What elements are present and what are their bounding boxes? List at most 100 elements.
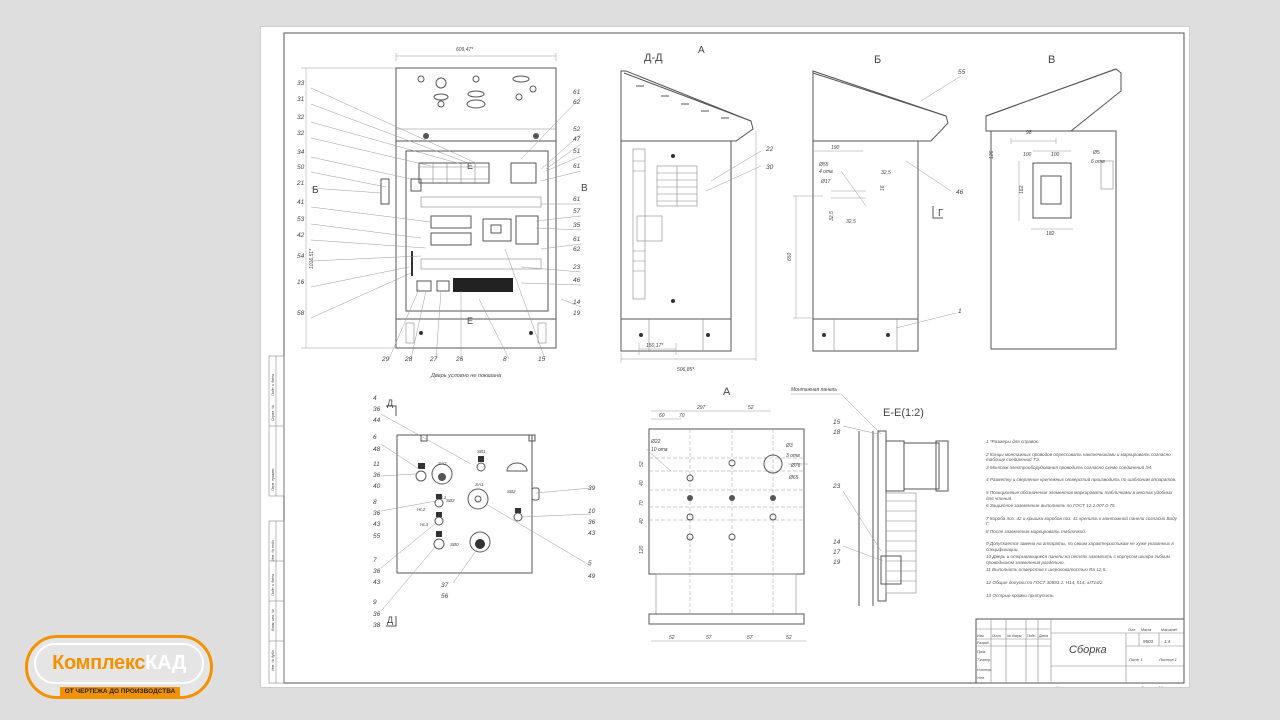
- callout-number: 40: [373, 483, 381, 490]
- callout-number: 8: [373, 499, 377, 506]
- dimension: Ø5: [1092, 150, 1100, 156]
- callout-number: 36: [373, 568, 381, 575]
- stamp-header: Пров.: [977, 650, 986, 654]
- callout-number: 41: [297, 199, 305, 206]
- dimension: 52: [786, 635, 792, 641]
- dimension: 32,5: [846, 219, 856, 225]
- dimension: Ø55: [818, 162, 829, 168]
- callout-number: 22: [765, 146, 774, 153]
- device-label: SA1: [475, 482, 484, 487]
- callout-number: 7: [373, 557, 377, 564]
- section-mark-e-bottom: Е: [467, 316, 473, 326]
- dimension: 506,85*: [677, 367, 695, 373]
- callout-number: 37: [441, 582, 449, 589]
- callout-number: 61: [573, 89, 581, 96]
- dimension: 70: [639, 500, 645, 506]
- stamp-header: Разраб.: [977, 641, 990, 645]
- technical-note: 10 Дверь и открывающиеся панели на петля…: [986, 554, 1170, 565]
- section-mark-b: Б: [312, 185, 319, 196]
- dimension: 70: [679, 413, 685, 419]
- callout-number: 62: [573, 246, 581, 253]
- dimension: 32,5: [881, 170, 891, 176]
- logo-tagline: ОТ ЧЕРТЕЖА ДО ПРОИЗВОДСТВА: [60, 687, 180, 697]
- callout-number: 14: [573, 299, 581, 306]
- callout-number: 43: [373, 521, 381, 528]
- dimension: 52: [669, 635, 675, 641]
- stamp-header: Изм.: [977, 634, 984, 638]
- view-v-title: В: [1048, 54, 1055, 66]
- dimension: 98: [1026, 130, 1032, 136]
- copied-label: Копировал: [1056, 685, 1077, 687]
- side-frame-label: Перв. примен.: [271, 468, 275, 491]
- side-frame-label: Справ. №: [271, 405, 275, 421]
- stamp-header: Подп.: [1027, 634, 1036, 638]
- dimension: 52: [748, 405, 754, 411]
- door-note: Дверь условно не показана: [430, 373, 501, 379]
- callout-number: 29: [381, 356, 390, 363]
- callout-number: 48: [373, 446, 381, 453]
- callout-number: 50: [297, 164, 305, 171]
- callout-number: 21: [296, 180, 305, 187]
- format-label: Формат А1: [1141, 685, 1163, 687]
- section-mark-e-top: Е: [467, 161, 473, 171]
- technical-note: 6 Защитное заземление выполнить по ГОСТ …: [986, 503, 1116, 508]
- callout-number: 5: [588, 560, 592, 567]
- callout-number: 36: [373, 406, 381, 413]
- callout-number: 14: [833, 539, 841, 546]
- callout-number: 28: [404, 356, 413, 363]
- device-label: SA2: [438, 461, 447, 466]
- stamp-header: Утв.: [977, 676, 985, 680]
- callout-number: 43: [588, 530, 596, 537]
- dimension: 100: [1051, 152, 1060, 158]
- title-block: [975, 618, 1185, 684]
- callout-number: 53: [297, 216, 305, 223]
- callout-number: 46: [573, 277, 581, 284]
- technical-note: 2 Концы монтажных проводов опрессовать н…: [986, 451, 1171, 463]
- dimension: 32,5: [829, 211, 835, 221]
- callout-number: 49: [588, 573, 596, 580]
- dimension: 60: [659, 413, 665, 419]
- dimension: 40: [639, 480, 645, 486]
- view-b-title: Б: [874, 54, 881, 66]
- section-mark-v: В: [581, 183, 588, 194]
- dimension: 297: [696, 405, 706, 411]
- callout-number: 16: [297, 279, 305, 286]
- section-mark-d-bottom: Д: [387, 615, 393, 625]
- stamp-header: Масштаб: [1161, 628, 1178, 632]
- callout-number: 56: [441, 593, 449, 600]
- dimension: 6 отв: [1091, 159, 1105, 165]
- section-d-title: Д-Д: [644, 52, 663, 64]
- callout-number: 35: [573, 222, 581, 229]
- technical-note: 9 Допускается замена на аппараты, по сво…: [986, 541, 1174, 552]
- logo-inner-ring: [34, 643, 204, 684]
- logo-name-part2: КАД: [145, 652, 186, 674]
- device-label: SB2: [507, 489, 516, 494]
- callout-number: 31: [297, 96, 305, 103]
- callout-number: 9: [373, 599, 377, 606]
- device-label: SB0: [450, 542, 459, 547]
- technical-note: 7 Короба поз. 42 и крышки коробов поз. 4…: [986, 515, 1177, 527]
- callout-number: 54: [297, 253, 305, 260]
- komplekskad-logo[interactable]: КомплексКАД ОТ ЧЕРТЕЖА ДО ПРОИЗВОДСТВА: [25, 635, 213, 699]
- callout-number: 1: [958, 308, 962, 315]
- mass-value: 9503: [1143, 639, 1154, 644]
- callout-number: 51: [573, 148, 581, 155]
- dimension: 40: [639, 518, 645, 524]
- mounting-panel-label: Монтажная панель: [791, 387, 837, 393]
- callout-number: 46: [956, 189, 964, 196]
- view-a: [645, 410, 808, 642]
- callout-number: 58: [297, 310, 305, 317]
- stamp-header: Лист: [991, 634, 1001, 638]
- callout-number: 27: [429, 356, 438, 363]
- callout-number: 15: [833, 419, 841, 426]
- dimension: Ø22: [650, 439, 661, 445]
- control-panel-view: [380, 405, 592, 627]
- stamp-header: Масса: [1141, 628, 1151, 632]
- side-frame-label: Подп. и дата: [271, 374, 275, 396]
- callout-number: 55: [373, 533, 381, 540]
- view-b: [793, 70, 962, 352]
- callout-number: 36: [373, 611, 381, 618]
- device-label: SB3: [446, 498, 455, 503]
